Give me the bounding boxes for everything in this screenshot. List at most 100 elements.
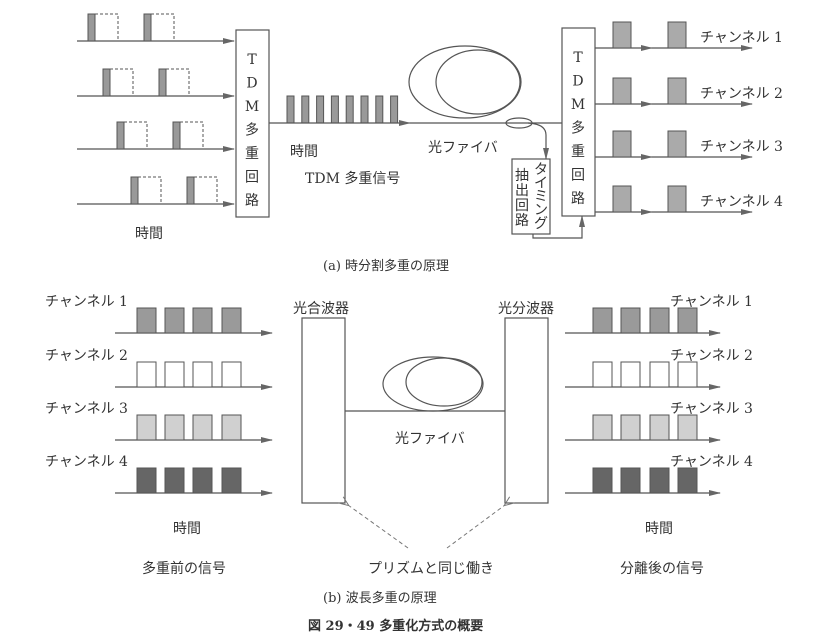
tdm-empty-slot <box>151 13 175 41</box>
tdm-input-pulse <box>172 121 181 150</box>
wdm-input-pulse <box>221 467 242 494</box>
prism-arrow-left <box>348 505 409 549</box>
tdm-output-pulse <box>667 130 687 158</box>
wdm-output-pulse <box>649 361 670 388</box>
optical-combiner-box <box>301 317 346 504</box>
wdm-input-pulse <box>136 467 157 494</box>
box-char: D <box>246 76 257 92</box>
wdm-output-channel-label: チャンネル 2 <box>670 348 753 364</box>
tdm-input-pulse <box>158 68 167 97</box>
tdm-empty-slot <box>166 68 190 96</box>
box-char: 路 <box>571 191 585 207</box>
timing-extraction-box <box>511 158 551 235</box>
wdm-input-pulse <box>221 414 242 441</box>
wdm-output-pulse <box>677 361 698 388</box>
wdm-output-pulse <box>649 414 670 441</box>
tdm-muxed-pulse <box>316 95 325 124</box>
tdm-channel-label: チャンネル 4 <box>700 194 783 210</box>
tdm-muxed-pulse <box>330 95 339 124</box>
wdm-output-pulse <box>592 361 613 388</box>
tdm-muxed-pulse <box>301 95 310 124</box>
wdm-input-pulse <box>221 361 242 388</box>
box-char: ン <box>534 203 548 219</box>
tdm-output-pulse <box>612 21 632 49</box>
before-signal-label: 多重前の信号 <box>142 560 226 577</box>
mux-signal-label: TDM 多重信号 <box>305 170 400 187</box>
wdm-input-pulse <box>136 307 157 334</box>
tdm-output-pulse <box>667 77 687 105</box>
box-char: 出 <box>515 183 529 199</box>
tdm-empty-slot <box>138 176 162 204</box>
box-char: グ <box>534 216 548 232</box>
wdm-output-pulse <box>649 467 670 494</box>
wdm-input-channel-label: チャンネル 4 <box>45 454 128 470</box>
box-char: 回 <box>245 170 259 186</box>
tdm-output-pulse <box>612 185 632 213</box>
tdm-empty-slot <box>95 13 119 41</box>
tdm-muxed-pulse <box>375 95 384 124</box>
wdm-output-channel-label: チャンネル 4 <box>670 454 753 470</box>
box-char: 重 <box>571 144 585 160</box>
time-right-label: 時間 <box>645 521 673 537</box>
figure-caption: 図 29・49 多重化方式の概要 <box>308 618 483 634</box>
box-char: T <box>247 52 257 68</box>
wdm-input-pulse <box>164 361 185 388</box>
tdm-output-pulse <box>667 21 687 49</box>
box-char: 路 <box>515 213 529 229</box>
mux-time-label: 時間 <box>290 144 318 160</box>
box-char: 抽 <box>515 168 529 184</box>
tdm-empty-slot <box>194 176 218 204</box>
fiber-label-b: 光ファイバ <box>395 431 465 447</box>
wdm-output-pulse <box>677 307 698 334</box>
wdm-output-channel-label: チャンネル 3 <box>670 401 753 417</box>
fiber-label-a: 光ファイバ <box>428 140 498 156</box>
tdm-input-pulse <box>102 68 111 97</box>
wdm-input-channel-label: チャンネル 1 <box>45 294 128 310</box>
tap-arrow <box>527 122 549 160</box>
tdm-input-pulse <box>186 176 195 205</box>
box-char: 重 <box>245 146 259 162</box>
tdm-muxed-pulse <box>390 95 399 124</box>
optical-splitter-box <box>504 317 549 504</box>
box-char: ミ <box>534 189 548 205</box>
wdm-input-pulse <box>192 467 213 494</box>
wdm-output-pulse <box>677 414 698 441</box>
wdm-input-pulse <box>136 414 157 441</box>
time-left-label: 時間 <box>173 521 201 537</box>
caption-b: (b) 波長多重の原理 <box>323 590 437 606</box>
tdm-input-pulse <box>87 13 96 42</box>
tdm-muxed-pulse <box>345 95 354 124</box>
box-char: 路 <box>245 193 259 209</box>
tdm-mux-box <box>235 29 270 218</box>
wdm-input-pulse <box>164 307 185 334</box>
fiber-coil-b <box>382 356 484 412</box>
wdm-input-pulse <box>192 307 213 334</box>
tdm-input-pulse <box>143 13 152 42</box>
wdm-output-pulse <box>620 414 641 441</box>
tdm-channel-label: チャンネル 1 <box>700 30 783 46</box>
box-char: タ <box>534 162 548 178</box>
box-char: M <box>571 97 585 113</box>
combiner-label: 光合波器 <box>293 301 349 317</box>
splitter-label: 光分波器 <box>498 301 554 317</box>
tdm-empty-slot <box>124 121 148 149</box>
tdm-output-pulse <box>612 77 632 105</box>
wdm-output-pulse <box>620 307 641 334</box>
tdm-input-pulse <box>130 176 139 205</box>
wdm-output-pulse <box>649 307 670 334</box>
prism-label: プリズムと同じ働き <box>368 561 494 577</box>
box-char: 回 <box>571 168 585 184</box>
box-char: D <box>572 74 583 90</box>
wdm-output-pulse <box>592 307 613 334</box>
box-char: T <box>573 50 583 66</box>
wdm-input-pulse <box>164 414 185 441</box>
tdm-channel-label: チャンネル 3 <box>700 139 783 155</box>
wdm-input-pulse <box>136 361 157 388</box>
tdm-input-pulse <box>116 121 125 150</box>
wdm-output-pulse <box>677 467 698 494</box>
prism-arrow-right <box>446 505 505 549</box>
